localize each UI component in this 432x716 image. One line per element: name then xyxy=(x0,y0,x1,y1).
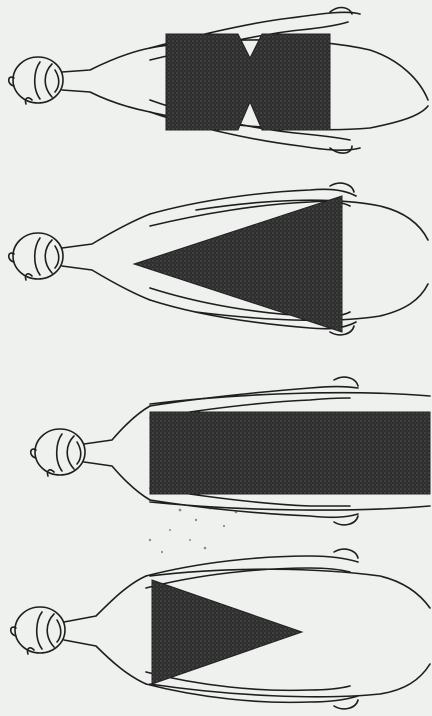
rectangle-icon xyxy=(150,412,430,494)
head-icon xyxy=(9,233,63,280)
hourglass-icon xyxy=(166,34,330,130)
inverted-triangle-icon xyxy=(134,196,342,332)
head-icon xyxy=(9,57,63,104)
head-icon xyxy=(31,429,85,476)
scan-smudge xyxy=(149,507,238,554)
triangle-icon xyxy=(152,580,302,684)
head-icon xyxy=(11,607,65,654)
